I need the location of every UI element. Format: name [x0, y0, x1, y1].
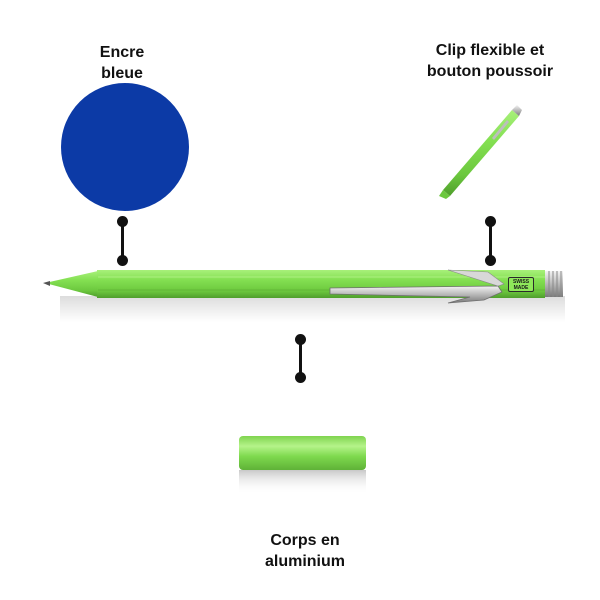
body-connector: [295, 334, 306, 383]
blue-ink-swatch: [61, 83, 189, 211]
body-label: Corps en aluminium: [235, 530, 375, 572]
clip-label-line-2: bouton poussoir: [426, 63, 554, 80]
ink-connector: [117, 216, 128, 266]
body-connector-dot-bottom: [295, 372, 306, 383]
pen-tip-cone: [45, 271, 98, 297]
swiss-made-badge: SWISS MADE: [508, 277, 534, 292]
body-label-line-1: Corps en: [270, 532, 340, 549]
clip-label: Clip flexible et bouton poussoir: [410, 40, 570, 82]
badge-line-2: MADE: [513, 285, 529, 291]
pen-clip: [329, 285, 503, 304]
ink-label-line-2: bleue: [101, 65, 143, 82]
pen-shadow: [60, 296, 565, 322]
clip-label-line-1: Clip flexible et: [435, 42, 545, 59]
pen-tip-point: [43, 281, 50, 286]
ink-label-line-1: Encre: [99, 44, 145, 61]
small-pen-illustration: [439, 105, 522, 199]
body-connector-dot-top: [295, 334, 306, 345]
push-button: [545, 271, 563, 297]
clip-connector-dot-top: [485, 216, 496, 227]
ink-label: Encre bleue: [72, 42, 172, 84]
badge-line-1: SWISS: [512, 279, 530, 285]
clip-connector-dot-bottom: [485, 255, 496, 266]
aluminium-body-closeup: [239, 436, 366, 494]
body-label-line-2: aluminium: [264, 553, 345, 570]
ink-connector-dot-top: [117, 216, 128, 227]
ink-connector-dot-bottom: [117, 255, 128, 266]
clip-connector: [485, 216, 496, 266]
